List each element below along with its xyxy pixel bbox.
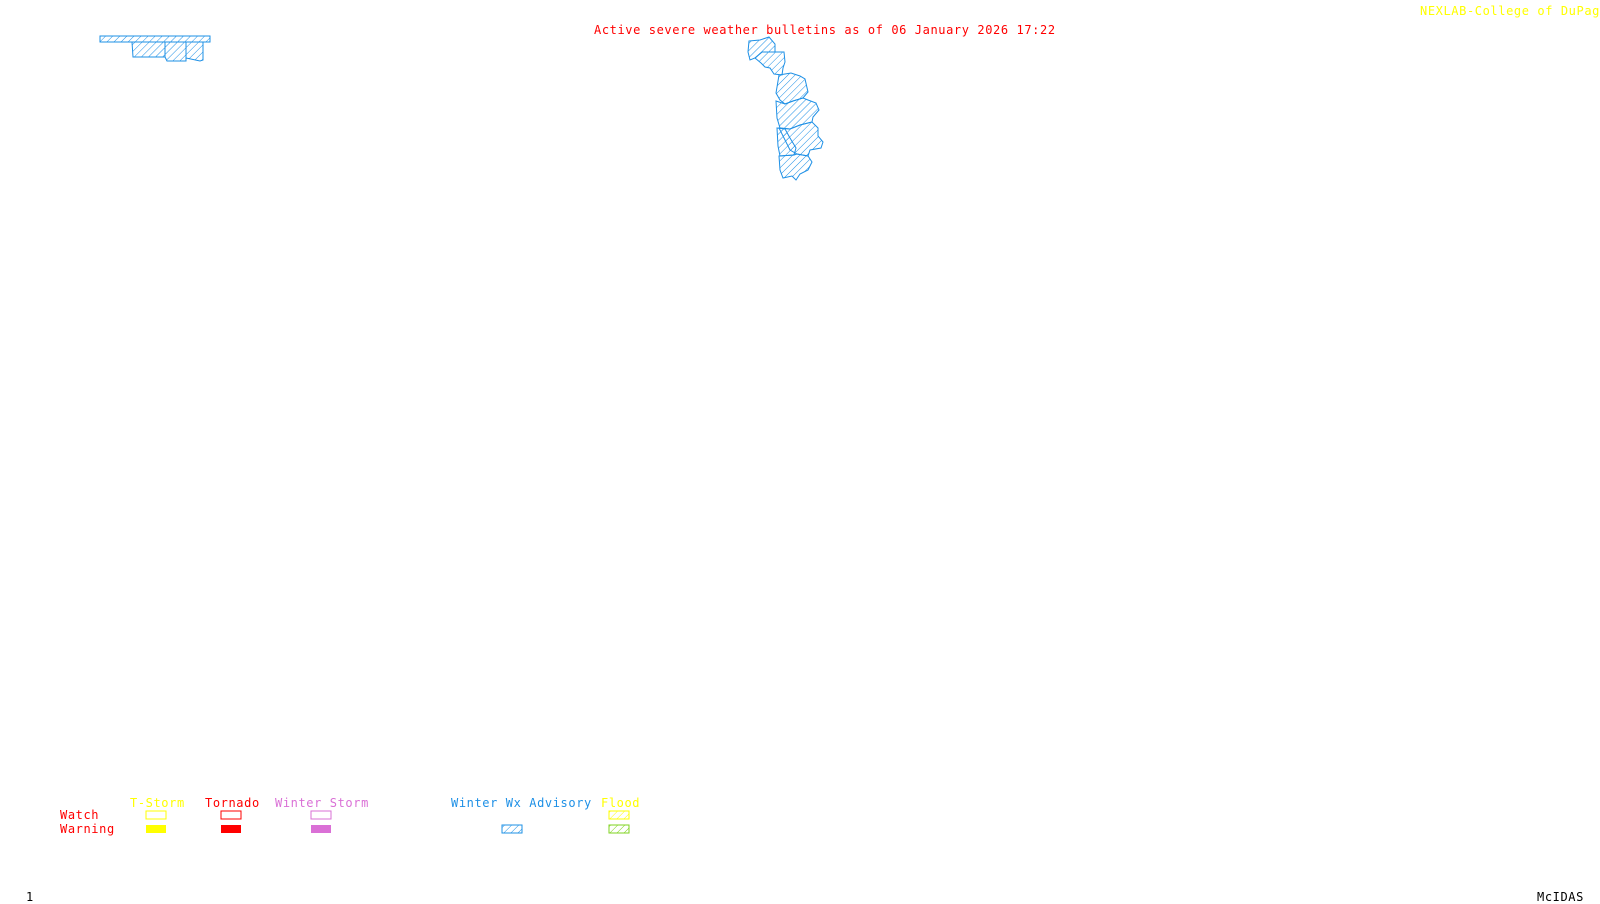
legend-flood-watch (608, 810, 630, 820)
advisory-zone (185, 41, 204, 62)
software-label: McIDAS (1537, 890, 1584, 904)
legend-winter-storm-watch (310, 810, 332, 820)
legend-swatches (145, 810, 630, 834)
credit-label: NEXLAB-College of DuPage ↖ (1420, 5, 1600, 18)
legend-winter-wx-advisory-warning (501, 824, 523, 834)
frame-number: 1 (26, 890, 34, 904)
legend-col-winter-storm: Winter Storm (275, 796, 369, 810)
legend-flood-warning (608, 824, 630, 834)
legend-col-flood: Flood (601, 796, 641, 810)
advisory-zone (776, 127, 797, 157)
legend-tornado-watch (220, 810, 242, 820)
advisory-zone (131, 41, 166, 58)
legend-row-watch: Watch (60, 808, 100, 822)
legend-tstorm-watch (145, 810, 167, 820)
advisory-area-upper-left (99, 35, 211, 62)
advisory-zone (754, 51, 786, 76)
advisory-area-center (747, 36, 824, 181)
credit-text: NEXLAB-College of DuPage (1420, 4, 1600, 18)
advisory-zone (164, 41, 187, 62)
legend-row-warning: Warning (60, 822, 115, 836)
map-title: Active severe weather bulletins as of 06… (594, 23, 1056, 37)
legend-tornado-warning (221, 825, 241, 833)
legend-winter-storm-warning (311, 825, 331, 833)
advisory-zone (99, 35, 211, 43)
legend-tstorm-warning (146, 825, 166, 833)
advisory-zone (778, 153, 813, 181)
legend-col-tstorm: T-Storm (130, 796, 185, 810)
legend-col-winter-wx-advisory: Winter Wx Advisory (451, 796, 592, 810)
legend-col-tornado: Tornado (205, 796, 260, 810)
